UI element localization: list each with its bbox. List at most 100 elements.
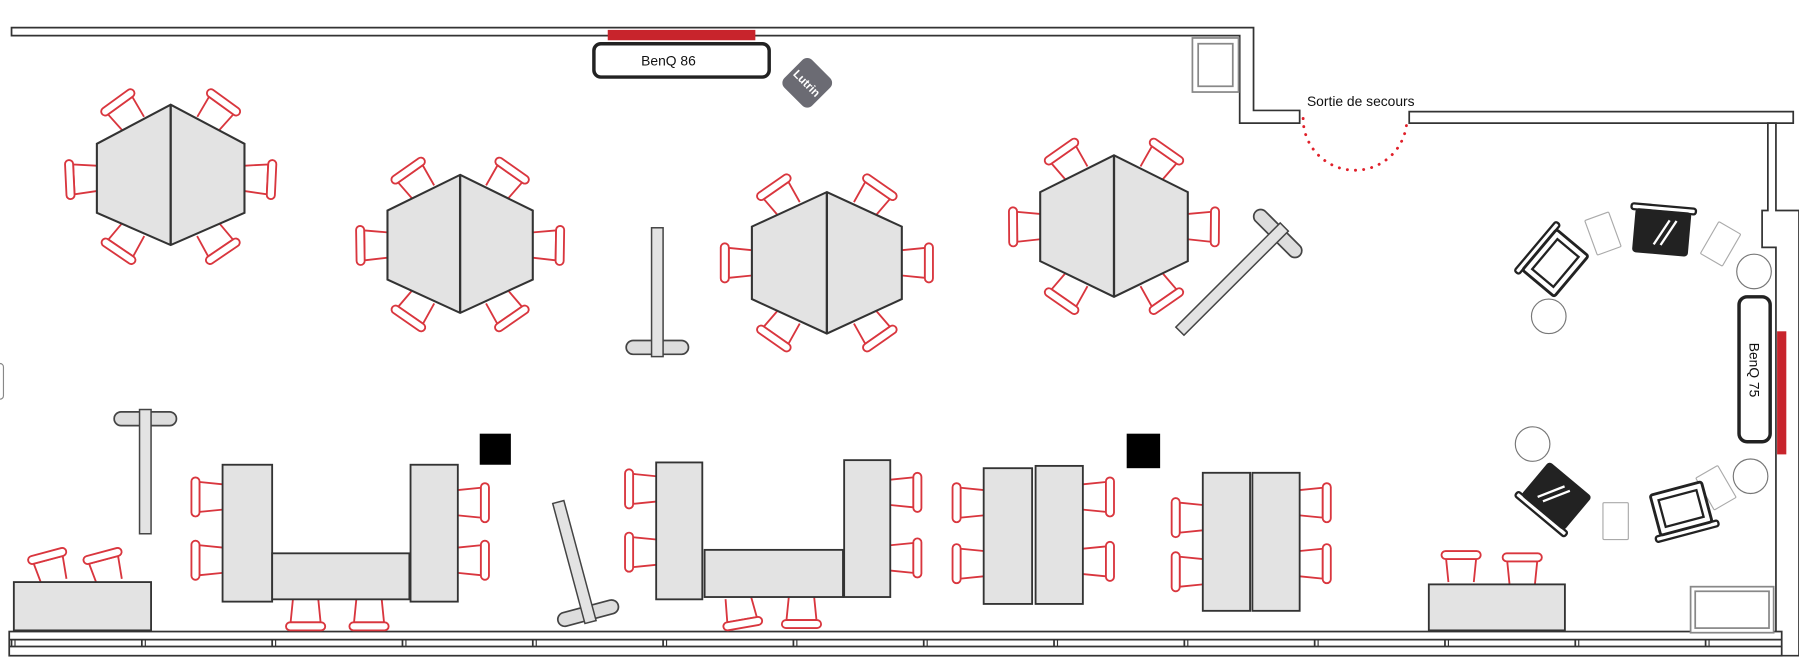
tablet-icon: [1700, 221, 1741, 267]
chair: [756, 308, 801, 353]
chair-seat: [1299, 486, 1324, 519]
chair-seat: [289, 599, 322, 624]
cabinet-top: [1191, 37, 1240, 93]
chair-seat: [532, 229, 558, 262]
stool: [1530, 298, 1567, 335]
chair-backrest: [390, 156, 426, 185]
tablet-icon: [1602, 502, 1629, 541]
chair-backrest: [1170, 497, 1181, 539]
table: [271, 552, 411, 601]
chair: [890, 471, 923, 513]
chair-backrest: [100, 88, 136, 117]
table: [703, 548, 844, 598]
chair-backrest: [64, 159, 76, 201]
chair: [756, 173, 801, 218]
chair-backrest: [205, 88, 242, 117]
chair-seat: [72, 163, 98, 196]
chair-backrest: [756, 324, 792, 353]
chair-backrest: [190, 539, 201, 581]
chair-backrest: [494, 156, 530, 185]
stool: [1514, 426, 1551, 462]
chair-backrest: [205, 237, 241, 265]
table: [1201, 471, 1251, 612]
chair: [890, 537, 923, 579]
chair: [951, 543, 984, 585]
whiteboard: [650, 227, 664, 358]
chair-backrest: [1321, 543, 1332, 585]
laptop-screen: [1521, 228, 1589, 298]
chair-backrest: [780, 619, 823, 630]
chair-seat: [890, 541, 915, 574]
chair-backrest: [923, 242, 934, 284]
chair-backrest: [862, 173, 898, 202]
laptop-icon: [1514, 462, 1591, 538]
table: [1251, 471, 1301, 612]
chair: [1082, 540, 1115, 582]
bench: [12, 581, 152, 632]
chair-seat: [632, 536, 657, 569]
chair-backrest: [1170, 551, 1181, 593]
screen-glare: [1652, 219, 1671, 246]
chair: [190, 476, 223, 518]
screen-top-label: BenQ 86: [641, 53, 696, 69]
chair-seat: [1178, 501, 1203, 534]
chair-seat: [632, 472, 657, 505]
whiteboard-stand: [1174, 208, 1303, 337]
chair: [1139, 271, 1185, 315]
chair: [485, 156, 530, 201]
chair-seat: [1445, 558, 1478, 583]
furniture: [12, 88, 1772, 632]
laptop-screen-inner: [1657, 488, 1706, 529]
chair: [243, 159, 278, 201]
chair-seat: [457, 544, 482, 577]
chair-seat: [457, 486, 482, 519]
lectern: Lutrin: [782, 58, 833, 108]
cabinet-bottom-inner: [1694, 590, 1770, 629]
screen-right-label: BenQ 75: [1746, 343, 1762, 398]
chair-backrest: [1148, 287, 1185, 315]
chair: [532, 224, 566, 266]
chair-seat: [1016, 210, 1041, 243]
chair: [64, 159, 98, 201]
screen-glare: [1537, 485, 1565, 498]
chair-backrest: [624, 468, 635, 510]
chair-backrest: [912, 537, 923, 579]
laptop-screen: [1649, 480, 1713, 537]
chair-backrest: [100, 237, 137, 265]
chair: [1170, 497, 1203, 539]
chair: [196, 221, 241, 265]
chair-backrest: [1008, 206, 1019, 248]
chair: [951, 482, 984, 524]
whiteboard: [138, 408, 152, 535]
chair: [853, 173, 898, 218]
chair-seat: [901, 246, 926, 279]
chair: [1043, 137, 1089, 182]
chair: [1082, 476, 1115, 518]
screen-top-bar: [607, 29, 756, 41]
chair: [355, 224, 388, 266]
chair: [624, 468, 657, 510]
chair: [485, 288, 530, 333]
chair-backrest: [1209, 206, 1220, 248]
chair-backrest: [862, 324, 898, 353]
chair-backrest: [1501, 552, 1543, 563]
chair-seat: [1082, 480, 1107, 513]
chair-backrest: [479, 539, 490, 581]
screen-top-benq86: [592, 41, 771, 79]
edge-handle[interactable]: [0, 362, 5, 400]
chair: [348, 599, 390, 632]
top-right-wall: [1408, 110, 1795, 124]
chair-backrest: [1440, 550, 1482, 560]
chair-backrest: [951, 543, 962, 585]
table: [843, 459, 892, 598]
pillar: [1126, 433, 1161, 469]
chair-seat: [1299, 547, 1324, 580]
chair-backrest: [190, 476, 201, 518]
chair-seat: [959, 486, 984, 519]
screen-right-bar: [1777, 331, 1787, 455]
stool: [1732, 458, 1769, 495]
emergency-exit-door-swing: [1301, 117, 1409, 172]
chair: [82, 546, 123, 586]
chair-backrest: [912, 471, 923, 513]
